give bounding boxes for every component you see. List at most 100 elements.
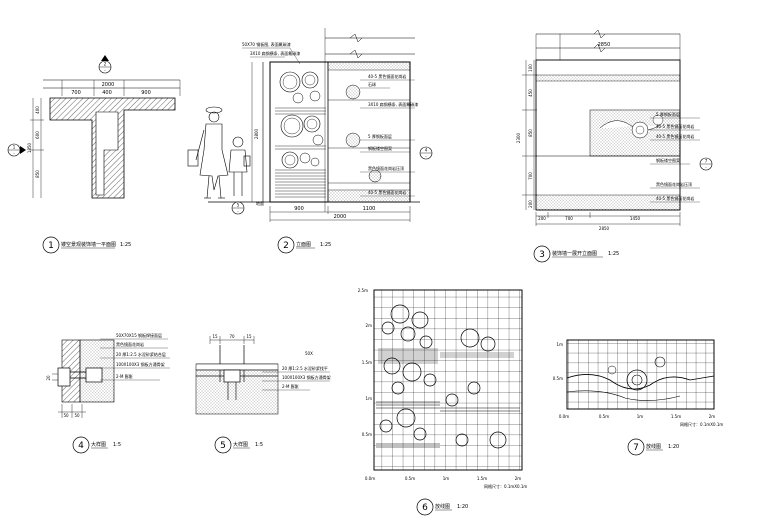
svg-text:2m: 2m: [366, 323, 373, 328]
svg-text:700: 700: [565, 216, 573, 221]
svg-text:20 厚1:2.5 水泥砂浆找平: 20 厚1:2.5 水泥砂浆找平: [282, 365, 328, 371]
elevation-dim-height: 2800: [254, 128, 259, 139]
elevation-view: 2800 900 1100 2000 50X70 钢板图, 表面氟碳漆 3X10…: [187, 28, 433, 222]
svg-text:0.5m: 0.5m: [553, 376, 563, 381]
scale-figure-child: [228, 136, 251, 196]
svg-text:3: 3: [539, 250, 545, 260]
svg-text:850: 850: [528, 129, 533, 137]
svg-text:-: -: [237, 209, 239, 214]
svg-text:1: 1: [48, 241, 54, 251]
svg-text:50X70X15 钢板焊接面层: 50X70X15 钢板焊接面层: [116, 332, 162, 338]
caption-6: 6 放线图 1:20: [416, 498, 468, 516]
grid6-mesh: [373, 289, 523, 471]
elevation-left-panel: [275, 71, 326, 198]
svg-text:放线图: 放线图: [646, 443, 661, 450]
svg-text:2-M 膨胀: 2-M 膨胀: [116, 373, 133, 379]
svg-text:40-5 黑色镜面花岗岩: 40-5 黑色镜面花岗岩: [656, 133, 694, 139]
plan-dim-left-b: 600: [35, 131, 40, 139]
svg-text:1m: 1m: [366, 396, 373, 401]
unfold-view: 2850 100 450 850 700 200 2300 200 700 14…: [516, 29, 713, 231]
svg-text:0.5m: 0.5m: [405, 476, 415, 481]
svg-text:1m: 1m: [557, 342, 564, 347]
svg-text:石球: 石球: [368, 81, 376, 87]
svg-text:1.5m: 1.5m: [362, 360, 372, 365]
grid6-note: 网格尺寸：0.1mX0.1m: [484, 483, 527, 489]
svg-text:镂空景观装饰墙一平面图: 镂空景观装饰墙一平面图: [61, 241, 116, 248]
plan-marker-top-num: 2: [104, 62, 107, 67]
plan-dim-left-a: 400: [35, 106, 40, 114]
elevation-dim-bottom-a: 900: [294, 206, 304, 212]
caption-1: 1 镂空景观装饰墙一平面图 1:25: [42, 236, 131, 254]
svg-text:1450: 1450: [630, 216, 641, 221]
svg-text:2.5m: 2.5m: [358, 288, 368, 293]
elevation-dim-bottom-total: 2000: [334, 214, 347, 220]
svg-text:5 厚钢板面层: 5 厚钢板面层: [368, 133, 392, 139]
plan-dim-a: 700: [71, 90, 81, 96]
svg-text:2m: 2m: [709, 414, 716, 419]
plan-dim-left-c: 850: [35, 170, 40, 178]
grid7-note: 网格尺寸：0.1mX0.1m: [680, 421, 723, 427]
plan-dim-total: 2000: [102, 82, 115, 88]
svg-text:-: -: [13, 151, 15, 156]
svg-text:5: 5: [220, 441, 226, 451]
svg-text:1:25: 1:25: [320, 242, 331, 248]
svg-text:7: 7: [633, 443, 639, 453]
svg-text:4: 4: [425, 148, 428, 153]
svg-text:50: 50: [63, 413, 69, 418]
svg-text:1:5: 1:5: [113, 442, 121, 448]
svg-text:3X10 扁钢横条, 表面氟碳漆: 3X10 扁钢横条, 表面氟碳漆: [368, 101, 418, 107]
svg-text:100X100X3 钢板方通骨架: 100X100X3 钢板方通骨架: [282, 374, 331, 380]
svg-text:15: 15: [212, 334, 218, 339]
plan-view: 2000 700 400 900 400 600 850 1850 2 - 1 …: [7, 55, 181, 199]
svg-text:50X: 50X: [305, 351, 313, 356]
svg-text:15: 15: [246, 334, 252, 339]
svg-text:50: 50: [74, 413, 80, 418]
svg-text:7: 7: [705, 159, 708, 164]
elevation-note-top-1: 50X70 钢板图, 表面氟碳漆: [242, 41, 291, 47]
plan-dim-c: 900: [141, 90, 151, 96]
svg-text:200: 200: [538, 216, 546, 221]
svg-text:0.5m: 0.5m: [599, 414, 609, 419]
svg-text:70: 70: [229, 334, 235, 339]
svg-text:1:25: 1:25: [120, 242, 131, 248]
svg-text:450: 450: [528, 89, 533, 97]
svg-text:20: 20: [46, 375, 51, 381]
svg-text:-: -: [705, 165, 707, 170]
svg-text:100: 100: [528, 64, 533, 72]
caption-2: 2 立面图 1:25: [277, 236, 331, 254]
svg-text:6: 6: [422, 503, 428, 513]
plan-hollow-frame: [95, 111, 119, 196]
svg-text:立面图: 立面图: [296, 241, 311, 248]
svg-text:-: -: [104, 68, 106, 73]
svg-text:2-M 膨胀: 2-M 膨胀: [282, 383, 299, 389]
svg-text:1.5m: 1.5m: [671, 414, 681, 419]
grid6-circles: [379, 304, 507, 449]
svg-text:40-5 黑色镜面花岗岩: 40-5 黑色镜面花岗岩: [368, 189, 406, 195]
svg-text:5 厚钢板面层: 5 厚钢板面层: [656, 111, 680, 117]
caption-4: 4 大样图 1:5: [72, 436, 121, 454]
svg-text:1:20: 1:20: [668, 444, 679, 450]
svg-text:0.0m: 0.0m: [365, 476, 375, 481]
svg-text:1.5m: 1.5m: [477, 476, 487, 481]
elevation-dim-bottom-b: 1100: [363, 206, 376, 212]
svg-text:0.5m: 0.5m: [362, 432, 372, 437]
caption-3: 3 装饰墙一展开立面图 1:25: [533, 245, 619, 263]
elevation-note-ground: 地面: [256, 200, 264, 206]
detail-4-view: 50 50 20 50X70X15 钢板焊接面层 黑色镜面花岗岩 20 厚1:2…: [46, 332, 170, 418]
svg-text:40-5 黑色镜面花岗岩: 40-5 黑色镜面花岗岩: [368, 73, 406, 79]
grid7-view: 1m 0.5m 0.0m 0.5m 1m 1.5m 2m 网格尺寸：0.1mX0…: [553, 339, 723, 427]
svg-text:40-5 黑色镜面花岗岩: 40-5 黑色镜面花岗岩: [656, 123, 694, 129]
svg-text:1:25: 1:25: [608, 251, 619, 257]
svg-text:大样图: 大样图: [91, 441, 106, 448]
detail-4-notes: 50X70X15 钢板焊接面层 黑色镜面花岗岩 20 厚1:2.5 水泥砂浆结合…: [100, 332, 170, 381]
svg-text:2m: 2m: [515, 476, 522, 481]
svg-text:黑色镜面花岗岩: 黑色镜面花岗岩: [116, 341, 144, 347]
elevation-notes-right: 40-5 黑色镜面花岗岩 石球 3X10 扁钢横条, 表面氟碳漆 5 厚钢板面层…: [360, 73, 418, 197]
caption-5: 5 大样图 1:5: [214, 436, 263, 454]
svg-text:放线图: 放线图: [435, 503, 450, 510]
svg-text:1:20: 1:20: [457, 504, 468, 510]
svg-text:200: 200: [528, 200, 533, 208]
svg-text:4: 4: [78, 441, 84, 451]
svg-text:2300: 2300: [516, 132, 521, 143]
